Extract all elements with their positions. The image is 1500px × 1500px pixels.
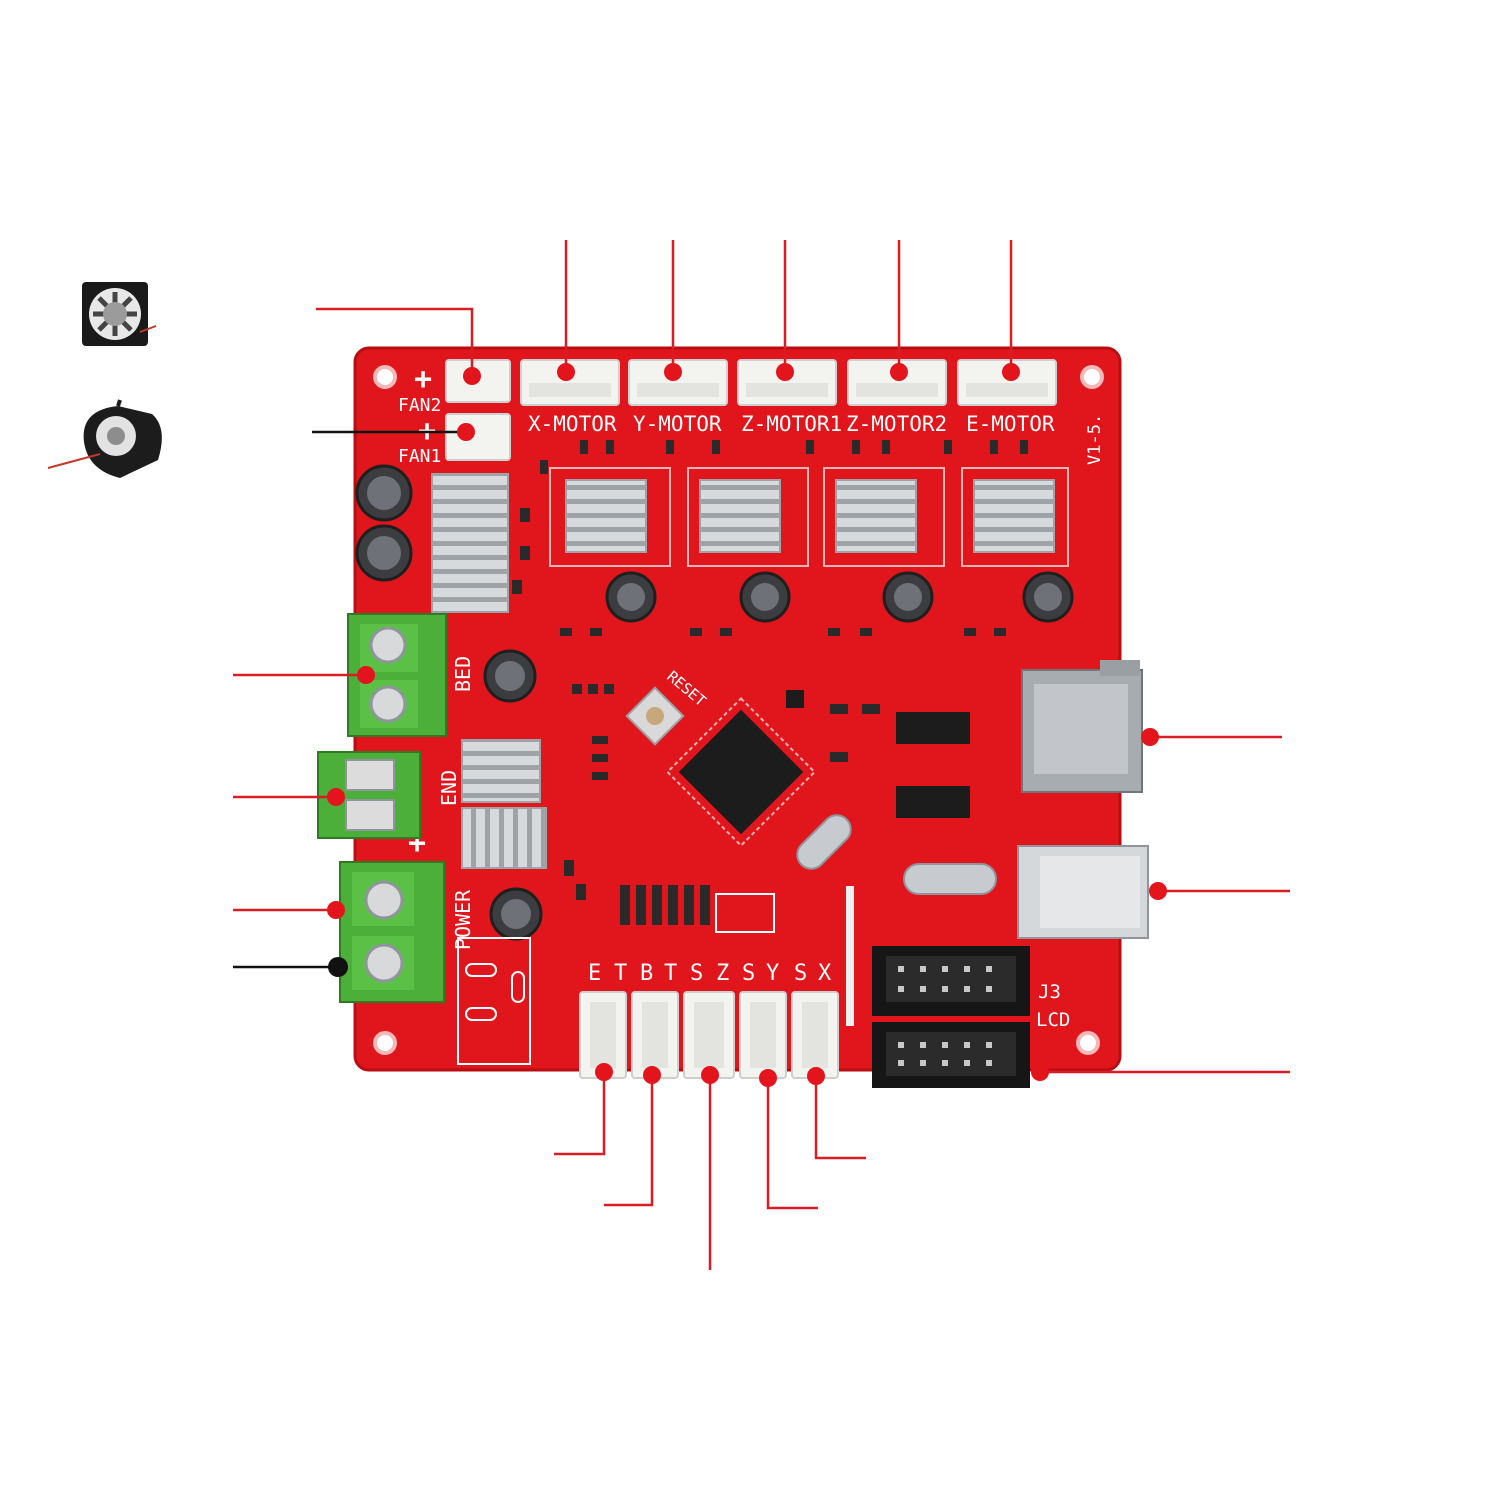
capacitors-left: [355, 464, 543, 941]
endstop-letter-s1: S: [690, 961, 703, 986]
fan2-plus-sign: +: [414, 362, 432, 397]
e-motor-label: E-MOTOR: [966, 412, 1055, 436]
bt-connector[interactable]: [631, 991, 679, 1079]
fan1-label: FAN1: [398, 446, 441, 467]
mcu-chip: [666, 697, 816, 847]
pin-header-strip: [846, 886, 854, 1026]
z-motor1-label: Z-MOTOR1: [741, 412, 842, 436]
z-motor2-connector[interactable]: [847, 359, 947, 406]
end-label: END: [437, 770, 461, 806]
crystals: [796, 814, 997, 895]
endstop-letter-x: X: [818, 961, 832, 986]
bed-label: BED: [451, 656, 475, 692]
z-motor1-connector[interactable]: [737, 359, 837, 406]
e-motor-connector[interactable]: [957, 359, 1057, 406]
isp-header: [715, 893, 775, 933]
j3-header[interactable]: [872, 946, 1030, 1016]
sd-card-slot[interactable]: [1021, 660, 1143, 793]
lcd-header[interactable]: [872, 1022, 1030, 1088]
endstop-letter-z: Z: [716, 961, 729, 986]
fan1-connector[interactable]: [445, 413, 511, 461]
endstop-letter-e: E: [588, 961, 601, 986]
endstop-letter-t2: T: [664, 961, 677, 986]
reset-button[interactable]: [625, 686, 685, 746]
x-motor-label: X-MOTOR: [528, 412, 617, 436]
sx-connector[interactable]: [791, 991, 839, 1079]
endstop-letter-b: B: [640, 961, 653, 986]
power-callout-dot-black: [328, 957, 348, 977]
j3-label: J3: [1038, 981, 1061, 1003]
axial-fan-icon: [82, 282, 157, 346]
bed-terminal[interactable]: [347, 613, 447, 737]
x-motor-connector[interactable]: [520, 359, 620, 406]
blower-fan-icon: [47, 399, 162, 478]
endstop-letter-y: Y: [766, 961, 779, 986]
control-board: X-MOTOR Y-MOTOR Z-MOTOR1 Z-MOTOR2 E-MOTO…: [317, 346, 1149, 1088]
stepper-drivers: [549, 467, 1069, 567]
y-motor-label: Y-MOTOR: [633, 412, 722, 436]
power-terminal[interactable]: [339, 861, 445, 1003]
driver-capacitors: [605, 571, 1074, 623]
callout-lines: [233, 240, 1290, 1270]
serial-chips: [786, 690, 970, 818]
mounting-holes: [373, 365, 1104, 1055]
lcd-label: LCD: [1036, 1009, 1070, 1031]
jumper-area: [457, 937, 531, 1065]
endstop-connectors: [579, 991, 839, 1079]
version-label: V1-5.: [1085, 414, 1105, 465]
y-motor-connector[interactable]: [628, 359, 728, 406]
z-motor2-label: Z-MOTOR2: [846, 412, 947, 436]
smd-components: [512, 440, 1028, 925]
sz-connector[interactable]: [683, 991, 735, 1079]
sy-connector[interactable]: [739, 991, 787, 1079]
endstop-letter-s3: S: [794, 961, 807, 986]
callout-lines-black: [233, 430, 466, 969]
callout-dots: [327, 363, 1167, 1087]
motor-connectors: [520, 359, 1057, 406]
lcd-headers: [872, 946, 1030, 1088]
endstop-letter-s2: S: [742, 961, 755, 986]
fan2-label: FAN2: [398, 395, 441, 416]
heatsinks-left: [431, 473, 547, 869]
usb-port[interactable]: [1017, 845, 1149, 939]
endstop-letter-t1: T: [614, 961, 627, 986]
power-label: POWER: [451, 889, 475, 950]
